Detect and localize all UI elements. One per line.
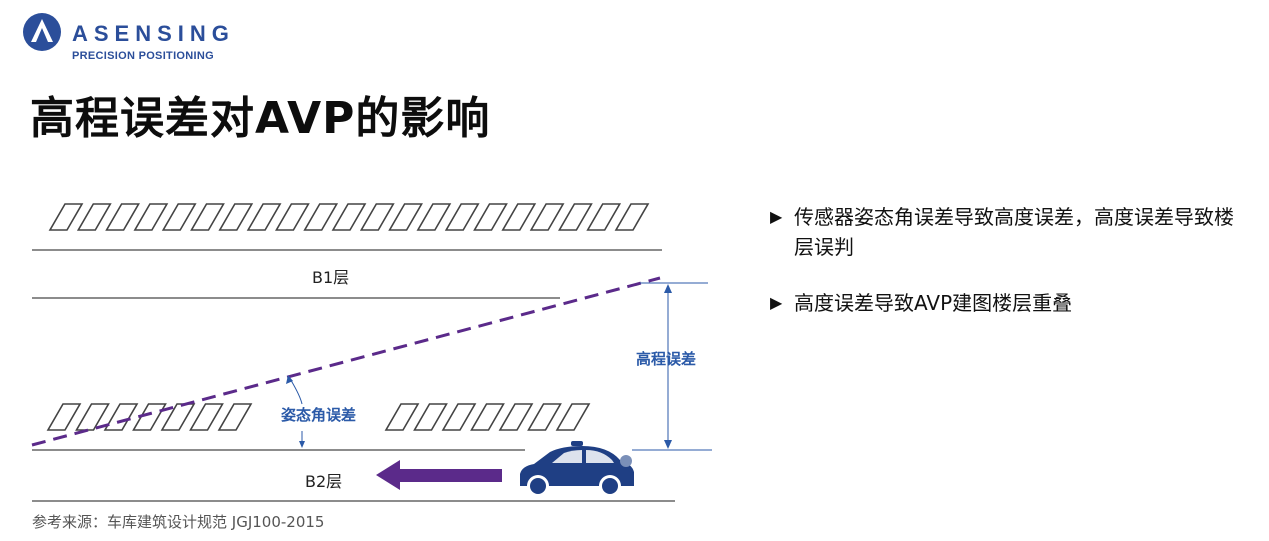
parking-stripe [558,203,593,231]
bullet-item: ▶ 高度误差导致AVP建图楼层重叠 [770,288,1240,318]
parking-stripe [75,403,110,431]
bullet-list: ▶ 传感器姿态角误差导致高度误差，高度误差导致楼层误判 ▶ 高度误差导致AVP建… [770,202,1240,344]
parking-stripe [217,403,253,431]
triangle-in-circle-icon [23,13,61,51]
parking-stripe [189,403,224,431]
elevation-error-label: 高程误差 [636,350,696,368]
floor-b2-label: B2层 [305,472,342,491]
floor-b1-label: B1层 [312,268,349,287]
parking-stripe [132,403,167,431]
logo-tagline: PRECISION POSITIONING [72,50,214,62]
parking-stripe [275,203,310,231]
bullet-arrow-icon: ▶ [770,293,783,312]
parking-stripe [103,403,139,431]
logo-name: ASENSING [72,21,235,46]
parking-stripe [614,203,650,231]
parking-stripe [133,203,169,231]
car-icon [520,441,634,497]
parking-stripe [527,403,562,431]
left-arrow-icon [376,460,502,490]
parking-stripe [473,203,508,231]
parking-stripe [470,403,505,431]
parking-stripe [413,403,448,431]
parking-stripe [246,203,282,231]
parking-stripe [190,203,225,231]
dimension-arrow-down [664,440,672,449]
bullet-text: 传感器姿态角误差导致高度误差，高度误差导致楼层误判 [794,205,1234,259]
bullet-text: 高度误差导致AVP建图楼层重叠 [794,291,1073,315]
parking-stripe [76,203,112,231]
bullet-item: ▶ 传感器姿态角误差导致高度误差，高度误差导致楼层误判 [770,202,1240,262]
attitude-angle-error-label: 姿态角误差 [281,406,356,424]
parking-stripe [331,203,367,231]
parking-stripe [388,203,423,231]
parking-stripe [46,403,82,431]
parking-stripes-upper [48,203,650,231]
parking-stripe [501,203,537,231]
parking-stripe [555,403,591,431]
dimension-arrow-up [664,284,672,293]
source-note: 参考来源：车库建筑设计规范 JGJ100-2015 [32,513,325,531]
parking-stripe [441,403,477,431]
parking-stripe [498,403,534,431]
parking-stripe [416,203,452,231]
parking-stripe [529,203,565,231]
parking-stripe [161,203,197,231]
parking-stripe [105,203,140,231]
parking-stripes-lower-left [46,403,253,431]
parking-stripe [48,203,84,231]
parking-stripe [384,403,420,431]
parking-stripes-lower-right [384,403,591,431]
parking-stripe [218,203,254,231]
angle-pointer-arrow [299,441,305,448]
parking-floor-diagram: B1层 B2层 高程误差 姿态角误差 [31,203,712,502]
drifted-trajectory-line [31,276,661,447]
parking-stripe [359,203,395,231]
page-title: 高程误差对AVP的影响 [30,93,491,144]
parking-stripe [586,203,622,231]
parking-stripe [444,203,480,231]
parking-stripe [303,203,339,231]
angle-arc-arrow [286,375,293,384]
bullet-arrow-icon: ▶ [770,207,783,226]
